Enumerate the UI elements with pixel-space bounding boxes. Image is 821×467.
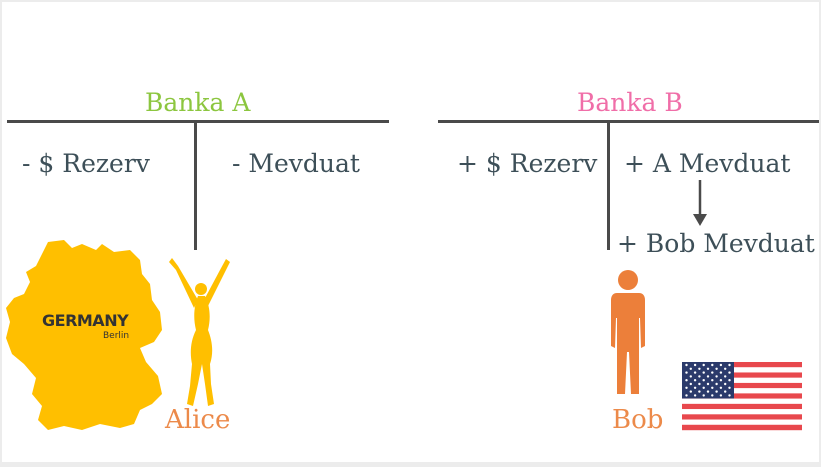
woman-cheering-icon (169, 258, 230, 406)
us-flag-icon (682, 362, 802, 431)
bank-a-deposit-entry: - Mevduat (232, 149, 360, 178)
man-standing-icon (611, 270, 645, 394)
bank-a-title: Banka A (145, 88, 251, 117)
bank-b-a-deposit-entry: + A Mevduat (624, 149, 791, 178)
alice-label: Alice (165, 405, 231, 435)
bob-label: Bob (612, 405, 664, 435)
germany-city-label: Berlin (103, 331, 130, 341)
arrow-down-icon (693, 180, 707, 226)
germany-country-label: GERMANY (42, 311, 129, 330)
bank-a-vertical-line (194, 120, 197, 250)
bank-a-horizontal-line (7, 120, 389, 123)
bank-b-reserve-entry: + $ Rezerv (457, 149, 598, 178)
bank-b-title: Banka B (577, 88, 683, 117)
bank-a-reserve-entry: - $ Rezerv (22, 149, 150, 178)
bank-b-vertical-line (607, 120, 610, 250)
bank-b-bob-deposit-entry: + Bob Mevduat (617, 229, 815, 258)
germany-map-icon (6, 240, 162, 430)
bank-b-horizontal-line (438, 120, 819, 123)
